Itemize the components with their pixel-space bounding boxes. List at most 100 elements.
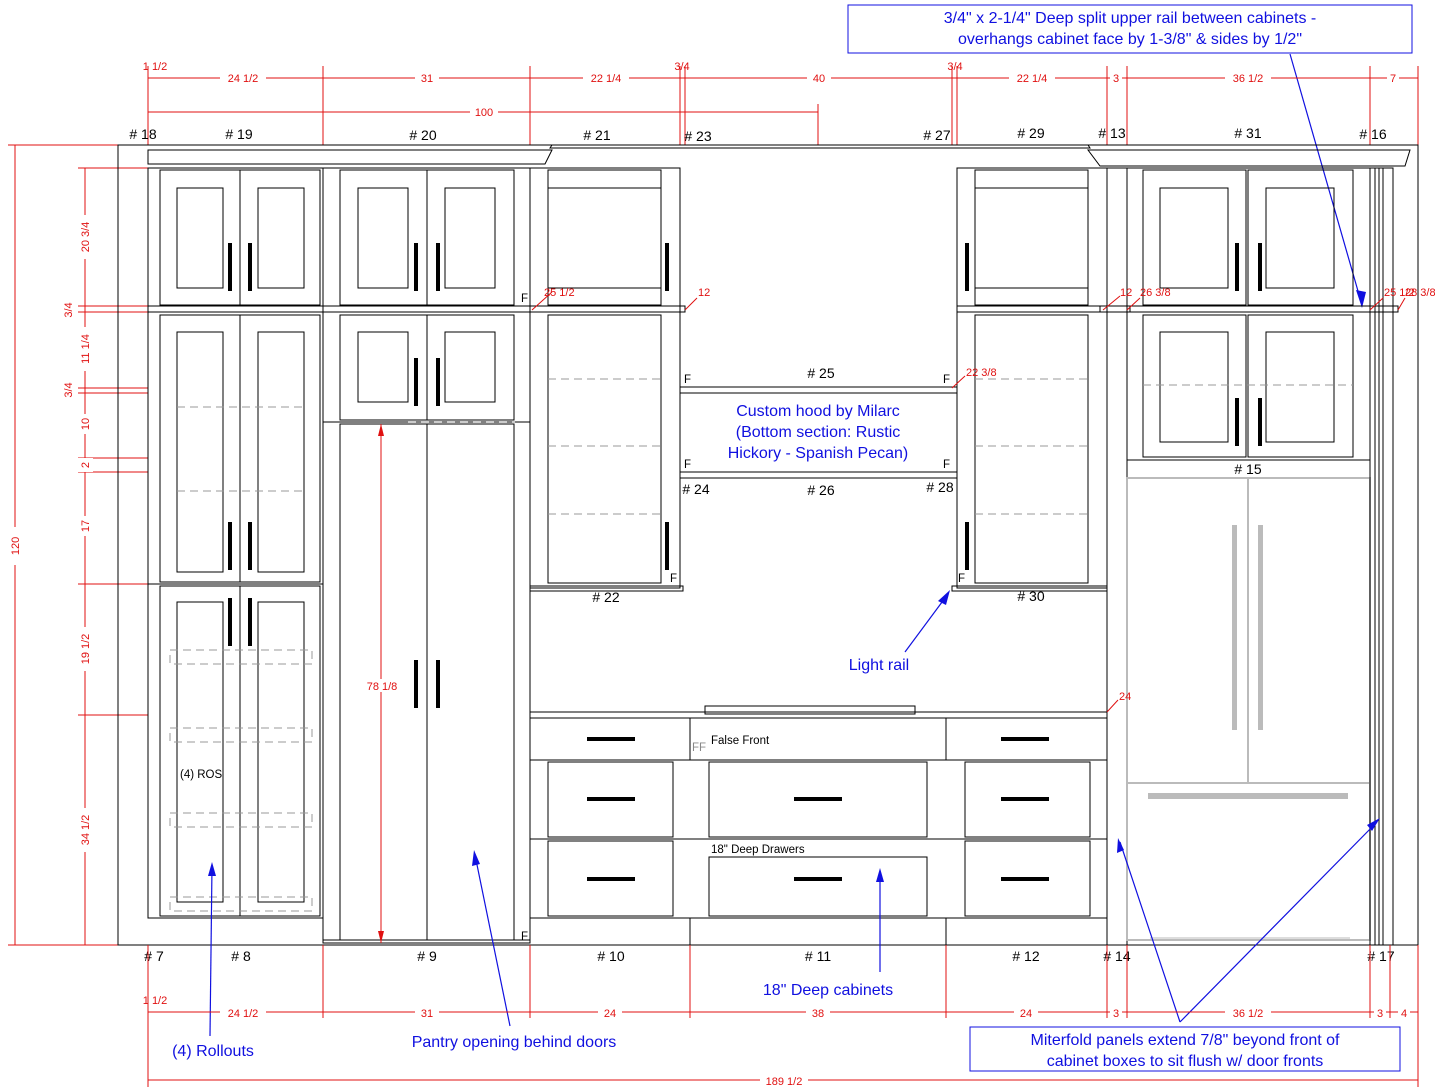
- svg-text:# 11: # 11: [805, 948, 831, 964]
- svg-text:100: 100: [475, 107, 493, 119]
- svg-text:24 1/2: 24 1/2: [228, 1008, 259, 1020]
- svg-text:1 1/2: 1 1/2: [143, 995, 167, 1007]
- top-dimensions: 1 1/2 24 1/2 31 22 1/4 3/4 40 3/4 22 1/4…: [143, 61, 1419, 145]
- svg-text:# 24: # 24: [682, 481, 709, 497]
- svg-text:36 1/2: 36 1/2: [1233, 73, 1264, 85]
- svg-text:38: 38: [812, 1008, 824, 1020]
- inner-dimensions: 25 1/2 12 12 26 3/8 22 3/8 25 1/2 28 3/8…: [531, 287, 1435, 713]
- svg-text:3/4: 3/4: [63, 302, 75, 317]
- svg-text:F: F: [521, 293, 528, 305]
- svg-text:12: 12: [698, 287, 710, 299]
- svg-text:F: F: [958, 573, 965, 585]
- svg-text:Miterfold panels extend 7/8" b: Miterfold panels extend 7/8" beyond fron…: [1031, 1032, 1341, 1049]
- svg-text:# 21: # 21: [583, 127, 610, 143]
- svg-text:3: 3: [1113, 73, 1119, 85]
- f-marks: F F F F F F F F: [521, 293, 965, 943]
- svg-text:# 10: # 10: [597, 948, 624, 964]
- svg-text:# 30: # 30: [1017, 588, 1044, 604]
- svg-text:Hickory - Spanish Pecan): Hickory - Spanish Pecan): [728, 445, 909, 462]
- svg-text:overhangs cabinet face by 1-3/: overhangs cabinet face by 1-3/8" & sides…: [958, 31, 1302, 48]
- svg-text:F: F: [670, 573, 677, 585]
- svg-text:1 1/2: 1 1/2: [143, 61, 167, 73]
- svg-text:19 1/2: 19 1/2: [80, 634, 92, 665]
- svg-text:FF: FF: [692, 742, 706, 754]
- hood-callout: Custom hood by Milarc (Bottom section: R…: [728, 403, 909, 462]
- svg-text:3/4: 3/4: [947, 61, 962, 73]
- svg-text:36 1/2: 36 1/2: [1233, 1008, 1264, 1020]
- svg-text:F: F: [521, 931, 528, 943]
- svg-text:F: F: [684, 374, 691, 386]
- svg-text:# 17: # 17: [1367, 948, 1394, 964]
- svg-text:F: F: [943, 459, 950, 471]
- top-note-callout: 3/4" x 2-1/4" Deep split upper rail betw…: [847, 4, 1413, 308]
- svg-text:2: 2: [80, 462, 92, 468]
- svg-text:# 31: # 31: [1234, 125, 1261, 141]
- svg-text:4: 4: [1401, 1008, 1407, 1020]
- svg-text:18" Deep cabinets: 18" Deep cabinets: [763, 982, 893, 999]
- svg-text:24 1/2: 24 1/2: [228, 73, 259, 85]
- svg-text:# 14: # 14: [1103, 948, 1130, 964]
- svg-text:# 13: # 13: [1098, 125, 1125, 141]
- svg-text:# 8: # 8: [231, 948, 251, 964]
- svg-text:17: 17: [80, 520, 92, 532]
- left-dimensions: 120 20 3/4 3/4 11 1/4 3/4 10 2 17 19 1/2…: [7, 144, 148, 946]
- svg-text:34 1/2: 34 1/2: [80, 815, 92, 846]
- svg-text:31: 31: [421, 1008, 433, 1020]
- svg-text:12: 12: [1120, 287, 1132, 299]
- svg-text:# 28: # 28: [926, 479, 953, 495]
- svg-text:25 1/2: 25 1/2: [544, 287, 575, 299]
- svg-text:# 19: # 19: [225, 126, 252, 142]
- svg-text:24: 24: [1119, 691, 1131, 703]
- svg-text:# 15: # 15: [1234, 461, 1261, 477]
- svg-text:# 12: # 12: [1012, 948, 1039, 964]
- svg-text:# 16: # 16: [1359, 126, 1386, 142]
- svg-text:10: 10: [80, 418, 92, 430]
- svg-text:3/4" x 2-1/4" Deep split upper: 3/4" x 2-1/4" Deep split upper rail betw…: [944, 10, 1316, 27]
- svg-text:18" Deep Drawers: 18" Deep Drawers: [711, 844, 805, 856]
- svg-text:22 1/4: 22 1/4: [591, 73, 622, 85]
- svg-text:# 29: # 29: [1017, 125, 1044, 141]
- cabinet-numbers: # 18 # 19 # 20 # 21 # 23 # 27 # 29 # 13 …: [129, 125, 1394, 964]
- svg-text:3: 3: [1113, 1008, 1119, 1020]
- svg-text:20 3/4: 20 3/4: [80, 222, 92, 253]
- svg-text:# 26: # 26: [807, 482, 834, 498]
- svg-text:120: 120: [10, 537, 22, 555]
- svg-text:22 1/4: 22 1/4: [1017, 73, 1048, 85]
- svg-text:25 1/2: 25 1/2: [1384, 287, 1415, 299]
- svg-text:189 1/2: 189 1/2: [766, 1076, 803, 1087]
- svg-text:(Bottom section: Rustic: (Bottom section: Rustic: [736, 424, 901, 441]
- svg-text:40: 40: [813, 73, 825, 85]
- cabinet-elevation: (4) ROS 78 1/8: [117, 144, 1419, 946]
- svg-text:26 3/8: 26 3/8: [1140, 287, 1171, 299]
- svg-text:24: 24: [604, 1008, 616, 1020]
- svg-text:3/4: 3/4: [674, 61, 689, 73]
- blue-callouts: Light rail 18" Deep cabinets Pantry open…: [172, 590, 1401, 1072]
- svg-text:11 1/4: 11 1/4: [80, 334, 92, 364]
- svg-text:22 3/8: 22 3/8: [966, 367, 997, 379]
- svg-text:# 9: # 9: [417, 948, 437, 964]
- svg-text:Light rail: Light rail: [849, 657, 909, 674]
- svg-text:F: F: [943, 374, 950, 386]
- svg-text:# 20: # 20: [409, 127, 436, 143]
- svg-text:78 1/8: 78 1/8: [367, 681, 398, 693]
- svg-text:31: 31: [421, 73, 433, 85]
- svg-text:cabinet boxes to sit flush w/: cabinet boxes to sit flush w/ door front…: [1047, 1053, 1324, 1070]
- svg-text:# 7: # 7: [144, 948, 164, 964]
- svg-text:(4) ROS: (4) ROS: [180, 769, 223, 781]
- svg-text:# 23: # 23: [684, 128, 711, 144]
- svg-text:F: F: [684, 459, 691, 471]
- svg-text:# 25: # 25: [807, 365, 834, 381]
- svg-text:Pantry opening behind doors: Pantry opening behind doors: [412, 1034, 617, 1051]
- svg-text:24: 24: [1020, 1008, 1032, 1020]
- svg-text:# 27: # 27: [923, 127, 950, 143]
- svg-text:False Front: False Front: [711, 735, 770, 747]
- svg-text:(4) Rollouts: (4) Rollouts: [172, 1043, 254, 1060]
- svg-text:# 22: # 22: [592, 589, 619, 605]
- svg-text:Custom hood by Milarc: Custom hood by Milarc: [736, 403, 900, 420]
- svg-text:28 3/8: 28 3/8: [1405, 287, 1435, 299]
- svg-text:3/4: 3/4: [63, 382, 75, 397]
- svg-text:# 18: # 18: [129, 126, 156, 142]
- svg-text:3: 3: [1377, 1008, 1383, 1020]
- svg-text:7: 7: [1390, 73, 1396, 85]
